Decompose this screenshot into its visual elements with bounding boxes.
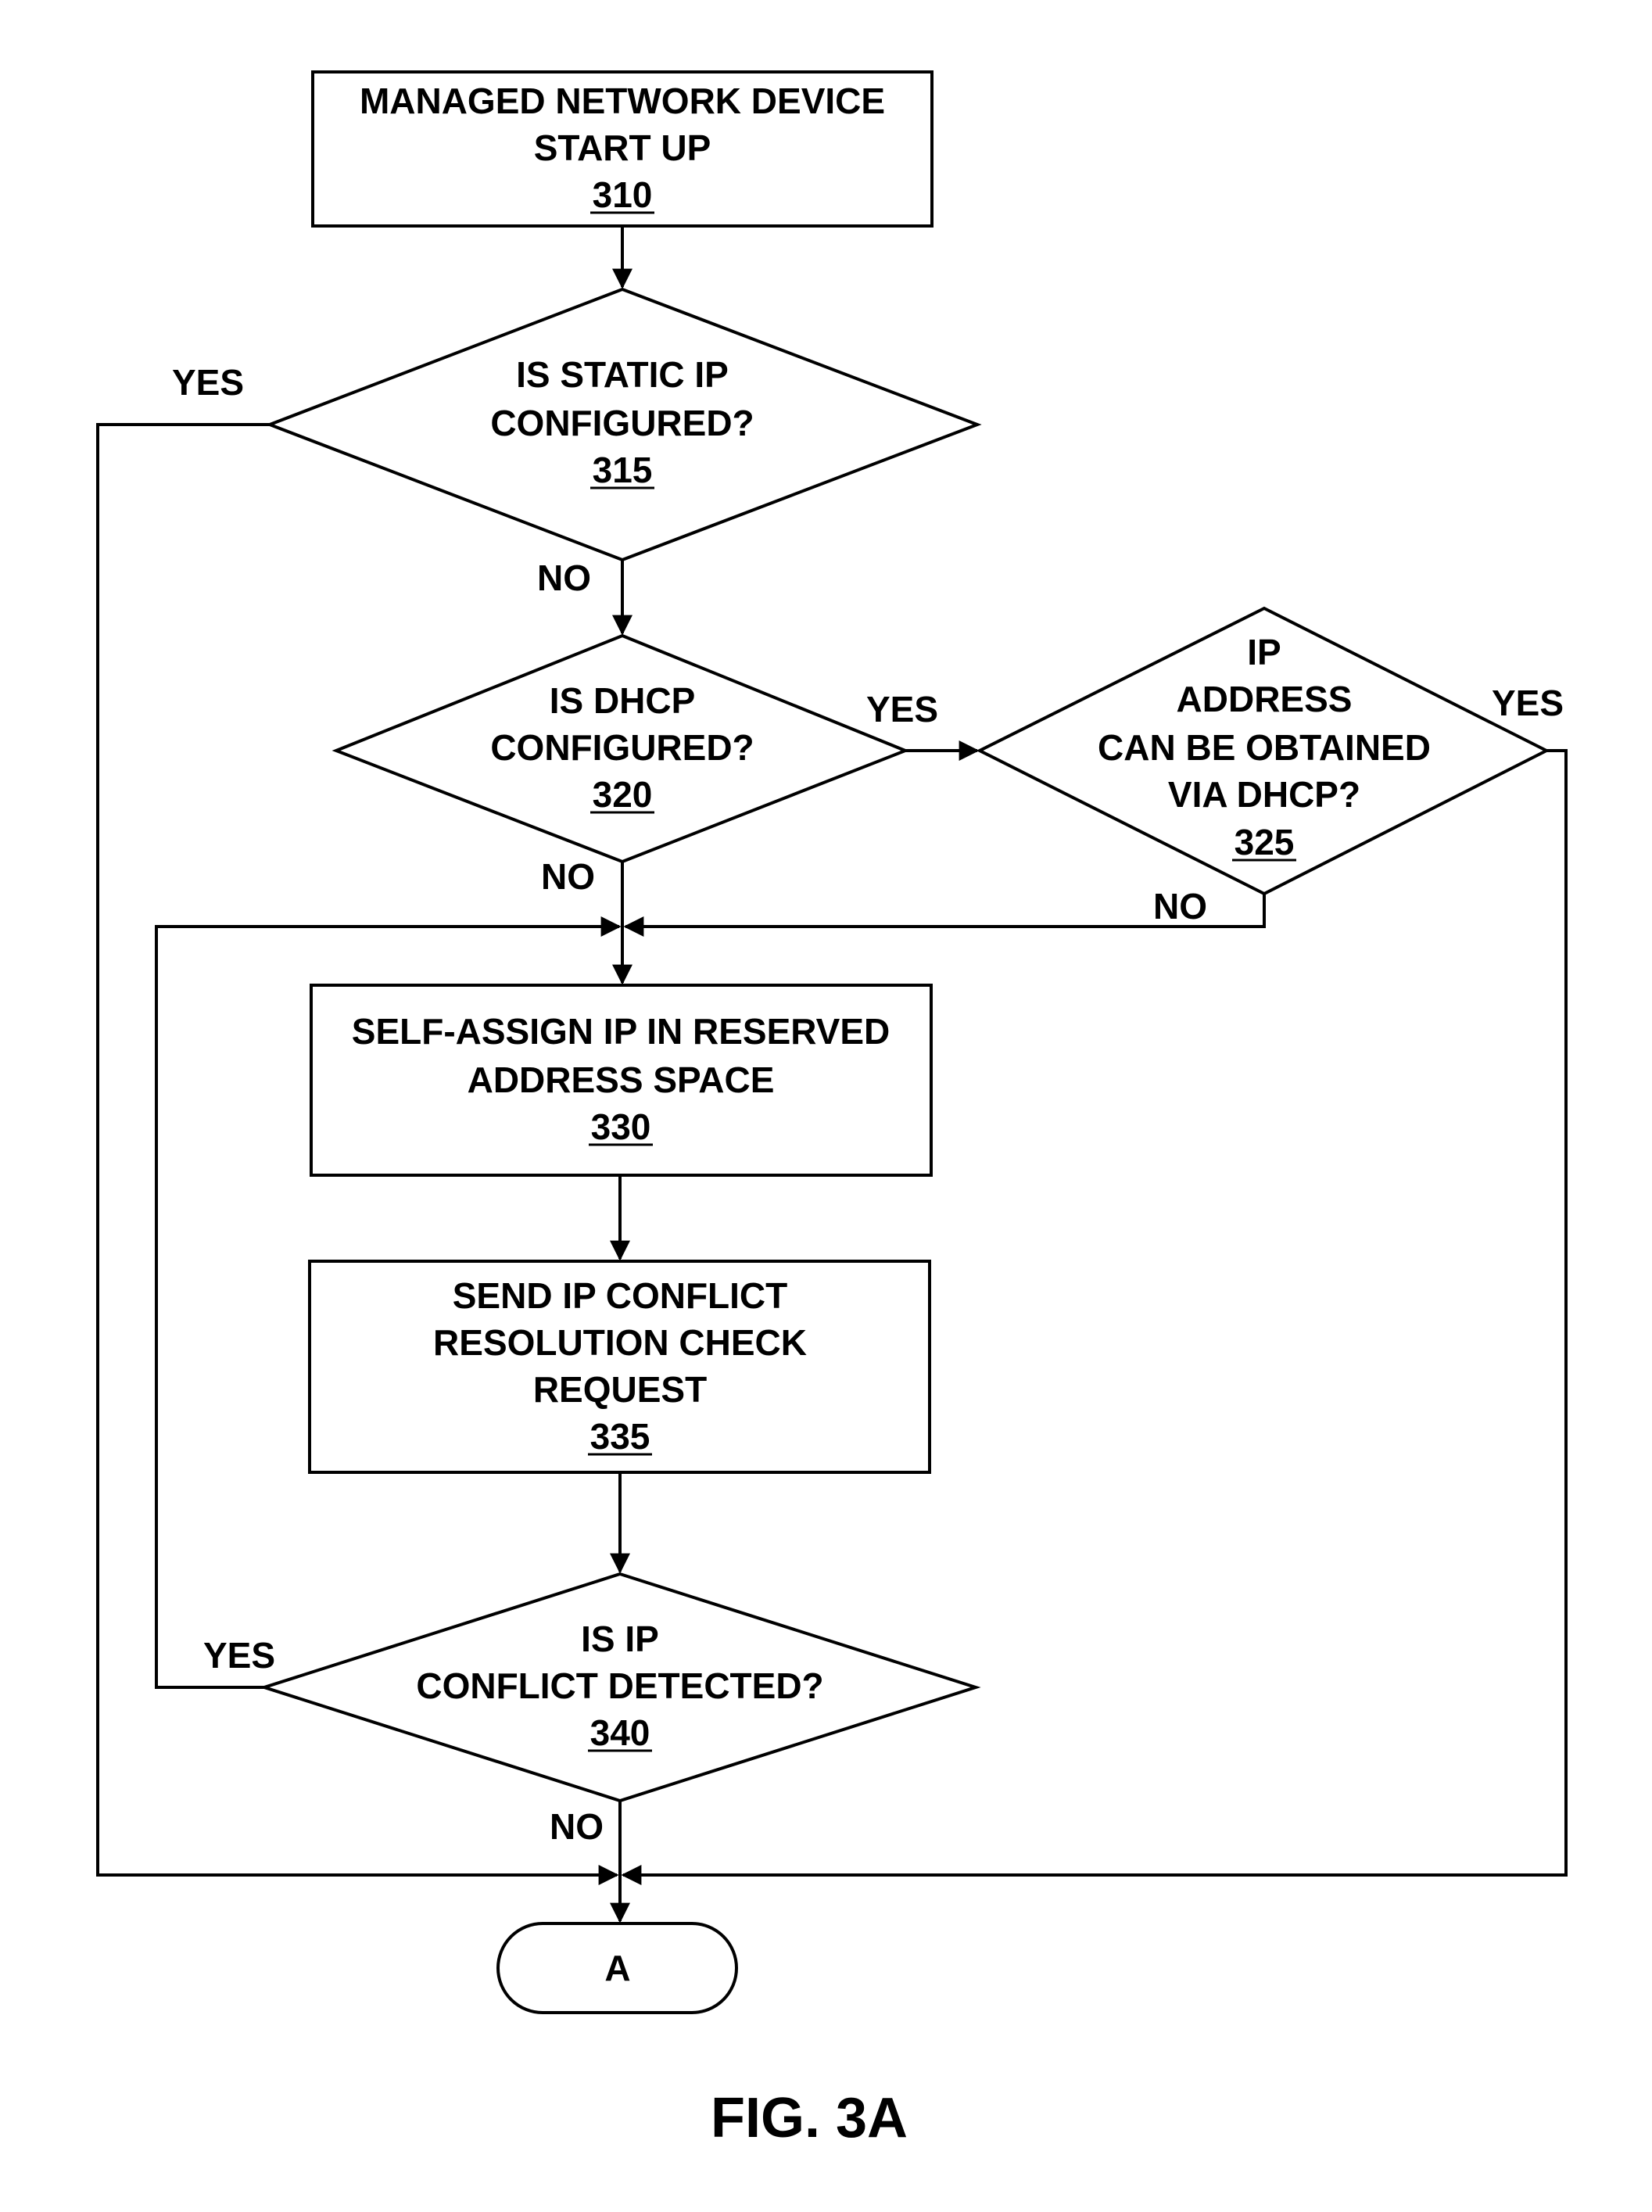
label-no-340: NO (550, 1806, 604, 1847)
label-no-325: NO (1153, 886, 1207, 927)
step-335-line-2: RESOLUTION CHECK (433, 1322, 807, 1363)
step-310-line-1: MANAGED NETWORK DEVICE (360, 81, 885, 121)
terminator-a: A (498, 1923, 736, 2013)
label-yes-320: YES (866, 689, 938, 730)
terminator-a-label: A (604, 1948, 630, 1988)
label-no-320: NO (541, 856, 595, 897)
figure-caption: FIG. 3A (711, 2087, 908, 2149)
step-310-line-2: START UP (534, 127, 711, 168)
decision-315-line-2: CONFIGURED? (490, 403, 754, 443)
decision-325-ref: 325 (1235, 822, 1295, 862)
step-330-line-2: ADDRESS SPACE (468, 1059, 775, 1100)
decision-320: IS DHCP CONFIGURED? 320 (336, 636, 905, 862)
step-330-ref: 330 (591, 1106, 651, 1147)
step-335-ref: 335 (590, 1416, 650, 1457)
decision-315-line-1: IS STATIC IP (516, 354, 729, 395)
decision-340: IS IP CONFLICT DETECTED? 340 (264, 1574, 976, 1801)
decision-340-ref: 340 (590, 1712, 650, 1753)
decision-325-line-2: ADDRESS (1177, 679, 1353, 719)
step-335-line-3: REQUEST (533, 1369, 707, 1410)
label-yes-315: YES (172, 362, 244, 403)
step-335-box: SEND IP CONFLICT RESOLUTION CHECK REQUES… (310, 1261, 930, 1472)
decision-325: IP ADDRESS CAN BE OBTAINED VIA DHCP? 325 (980, 608, 1546, 894)
label-no-315: NO (537, 557, 591, 598)
decision-340-line-1: IS IP (581, 1619, 659, 1659)
decision-320-ref: 320 (593, 774, 653, 815)
step-310-ref: 310 (593, 174, 653, 215)
decision-320-line-2: CONFIGURED? (490, 727, 754, 768)
label-yes-340: YES (203, 1635, 275, 1676)
step-335-line-1: SEND IP CONFLICT (453, 1275, 788, 1316)
step-330-box: SELF-ASSIGN IP IN RESERVED ADDRESS SPACE… (311, 985, 931, 1175)
decision-325-line-3: CAN BE OBTAINED (1098, 727, 1431, 768)
decision-325-line-1: IP (1247, 632, 1281, 672)
label-yes-325: YES (1492, 683, 1564, 723)
decision-315-ref: 315 (593, 450, 653, 490)
decision-340-line-2: CONFLICT DETECTED? (416, 1665, 823, 1706)
step-310-box: MANAGED NETWORK DEVICE START UP 310 (313, 72, 932, 226)
decision-320-line-1: IS DHCP (550, 680, 696, 721)
decision-315: IS STATIC IP CONFIGURED? 315 (270, 289, 977, 560)
decision-325-line-4: VIA DHCP? (1168, 774, 1360, 815)
step-330-line-1: SELF-ASSIGN IP IN RESERVED (352, 1011, 890, 1052)
